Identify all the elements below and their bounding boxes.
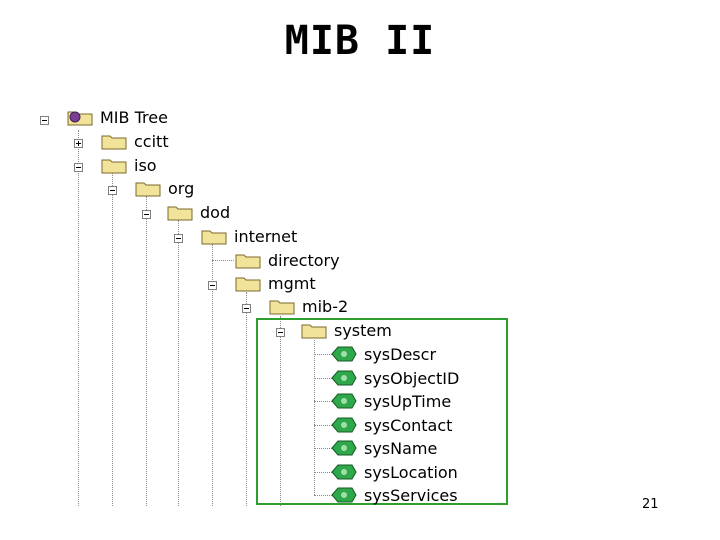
folder-icon: [235, 277, 261, 292]
tree-node-ccitt[interactable]: ccitt: [100, 130, 169, 152]
leaf-object-icon: [331, 440, 357, 456]
tree-node-directory[interactable]: directory: [234, 249, 340, 271]
mib-root-icon: [67, 111, 93, 126]
tree-leaf-syscontact[interactable]: sysContact: [330, 414, 452, 436]
tree-node-mib-tree[interactable]: MIB Tree: [66, 106, 168, 128]
tree-leaf-label: sysName: [364, 438, 438, 458]
tree-leaf-sysname[interactable]: sysName: [330, 437, 437, 459]
tree-node-label: org: [168, 178, 195, 198]
tree-guide: [78, 130, 79, 506]
tree-leaf-label: sysDescr: [364, 344, 437, 364]
tree-leaf-label: sysContact: [364, 415, 453, 435]
leaf-object-icon: [331, 393, 357, 409]
tree-node-label: mgmt: [268, 273, 316, 293]
folder-icon: [201, 230, 227, 245]
tree-node-label: dod: [200, 202, 231, 222]
collapse-toggle-dod[interactable]: [142, 210, 151, 219]
leaf-object-icon: [331, 346, 357, 362]
tree-guide: [280, 316, 281, 506]
tree-leaf-syslocation[interactable]: sysLocation: [330, 461, 458, 483]
folder-icon: [167, 206, 193, 221]
collapse-toggle-system[interactable]: [276, 328, 285, 337]
tree-leaf-label: sysObjectID: [364, 368, 460, 388]
tree-leaf-sysobjectid[interactable]: sysObjectID: [330, 367, 459, 389]
tree-leaf-sysuptime[interactable]: sysUpTime: [330, 390, 451, 412]
tree-guide: [178, 220, 179, 506]
tree-leaf-sysdescr[interactable]: sysDescr: [330, 343, 436, 365]
tree-guide: [314, 340, 315, 495]
tree-node-system[interactable]: system: [300, 319, 392, 341]
tree-node-internet[interactable]: internet: [200, 225, 297, 247]
tree-leaf-label: sysServices: [364, 485, 458, 505]
folder-icon: [269, 300, 295, 315]
folder-icon: [301, 324, 327, 339]
expand-toggle-ccitt[interactable]: [74, 139, 83, 148]
tree-node-label: mib-2: [302, 296, 349, 316]
tree-node-dod[interactable]: dod: [166, 201, 230, 223]
tree-leaf-label: sysUpTime: [364, 391, 452, 411]
leaf-object-icon: [331, 464, 357, 480]
page-number: 21: [642, 497, 659, 512]
collapse-toggle-internet[interactable]: [174, 234, 183, 243]
tree-node-mgmt[interactable]: mgmt: [234, 272, 316, 294]
tree-guide: [146, 196, 147, 506]
folder-icon: [101, 135, 127, 150]
tree-node-label: iso: [134, 155, 157, 175]
tree-node-org[interactable]: org: [134, 177, 194, 199]
folder-icon: [235, 254, 261, 269]
collapse-toggle-mib-2[interactable]: [242, 304, 251, 313]
tree-guide: [246, 292, 247, 506]
slide-title: MIB II: [284, 18, 436, 64]
system-group-highlight: [256, 318, 508, 505]
collapse-toggle-mgmt[interactable]: [208, 281, 217, 290]
tree-node-mib-2[interactable]: mib-2: [268, 295, 348, 317]
tree-node-label: internet: [234, 226, 298, 246]
tree-leaf-sysservices[interactable]: sysServices: [330, 484, 458, 506]
collapse-toggle-org[interactable]: [108, 186, 117, 195]
collapse-toggle-mib-tree[interactable]: [40, 116, 49, 125]
tree-node-label: system: [334, 320, 392, 340]
folder-icon: [101, 159, 127, 174]
tree-node-label: directory: [268, 250, 340, 270]
collapse-toggle-iso[interactable]: [74, 163, 83, 172]
leaf-object-icon: [331, 370, 357, 386]
leaf-object-icon: [331, 487, 357, 503]
tree-leaf-label: sysLocation: [364, 462, 458, 482]
tree-node-label: MIB Tree: [100, 107, 168, 127]
tree-node-label: ccitt: [134, 131, 169, 151]
folder-icon: [135, 182, 161, 197]
tree-guide: [212, 244, 213, 506]
tree-guide: [112, 172, 113, 506]
tree-node-iso[interactable]: iso: [100, 154, 157, 176]
leaf-object-icon: [331, 417, 357, 433]
